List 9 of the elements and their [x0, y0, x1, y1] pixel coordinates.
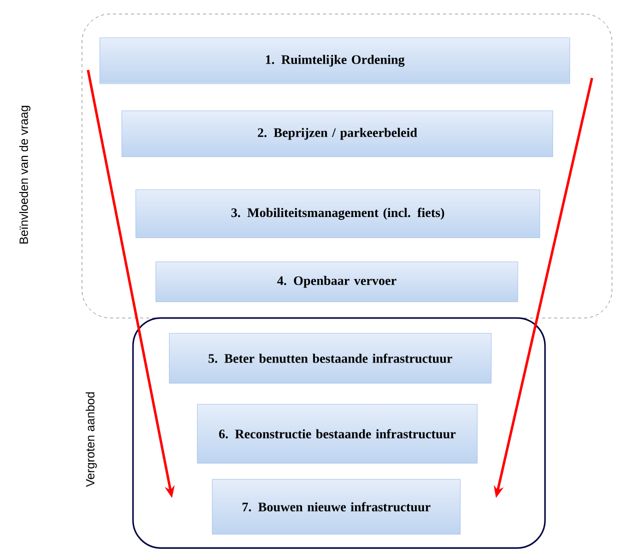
group-label: Beïnvloeden van de vraag	[19, 106, 30, 244]
group-label: Vergroten aanbod	[86, 392, 97, 487]
measure-box: 3. Mobiliteitsmanagement (incl. fiets)	[136, 190, 540, 238]
measure-box: 6. Reconstructie bestaande infrastructuur	[197, 404, 478, 464]
measure-box: 2. Beprijzen / parkeerbeleid	[122, 110, 553, 157]
measure-box: 7. Bouwen nieuwe infrastructuur	[212, 479, 460, 534]
measure-box: 1. Ruimtelijke Ordening	[100, 38, 570, 84]
measure-box: 4. Openbaar vervoer	[156, 262, 518, 302]
measure-box: 5. Beter benutten bestaande infrastructuur	[169, 333, 492, 384]
